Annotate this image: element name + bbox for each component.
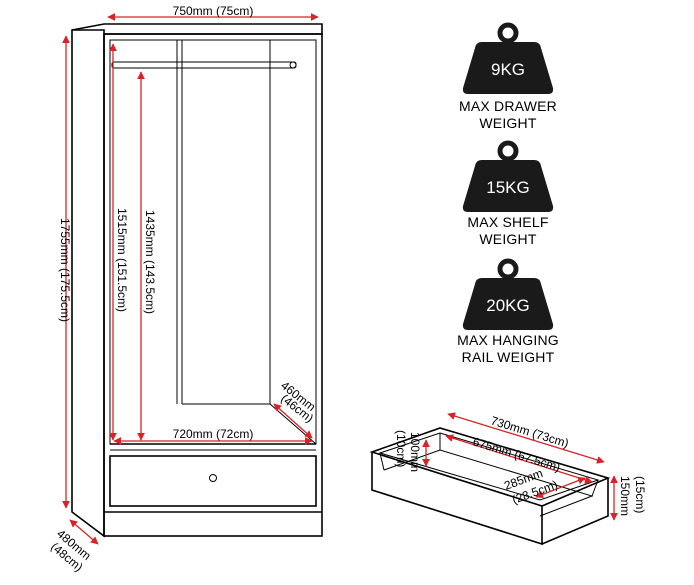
weight-label: RAIL WEIGHT	[462, 349, 555, 365]
weight-label: WEIGHT	[479, 115, 536, 131]
dim-inner-width: 720mm (72cm)	[173, 427, 254, 441]
drawer-dimensions: 730mm (73cm) 675mm (67.5cm) 285mm (28.5c…	[394, 412, 647, 521]
weight-value: 9KG	[491, 60, 525, 79]
dim-drawer-inner-height-b: (10cm)	[394, 430, 408, 467]
wardrobe-dimensions: 750mm (75cm) 1755mm (175.5cm) 1515mm (15…	[48, 4, 319, 574]
weight-label: MAX HANGING	[457, 332, 559, 348]
wardrobe-top-panel	[71, 23, 323, 35]
drawer-drawing	[369, 427, 611, 546]
dim-wardrobe-width: 750mm (75cm)	[173, 4, 254, 18]
dim-inner-height-2: 1435mm (143.5cm)	[143, 210, 157, 314]
weight-label: WEIGHT	[479, 231, 536, 247]
dim-drawer-height-a: 150mm	[618, 476, 632, 516]
weight-label: MAX DRAWER	[459, 98, 557, 114]
weight-badge-rail: 20KG MAX HANGING RAIL WEIGHT	[457, 258, 559, 365]
weight-badge-drawer: 9KG MAX DRAWER WEIGHT	[459, 22, 557, 131]
dim-drawer-inner-height-a: 100mm	[408, 432, 422, 472]
dim-inner-height-1: 1515mm (151.5cm)	[115, 208, 129, 312]
weight-icon	[462, 22, 554, 94]
weight-icon	[462, 140, 554, 212]
weight-value: 20KG	[486, 296, 529, 315]
hanging-rail	[111, 61, 297, 69]
weight-label: MAX SHELF	[467, 214, 548, 230]
dim-wardrobe-height: 1755mm (175.5cm)	[58, 218, 72, 322]
drawer-knob-icon	[209, 474, 217, 482]
weight-value: 15KG	[486, 178, 529, 197]
wardrobe-front-frame	[103, 33, 323, 537]
dim-drawer-height-b: (15cm)	[633, 476, 647, 513]
weight-icon	[462, 258, 554, 330]
wardrobe-drawer	[109, 455, 317, 507]
wardrobe-drawing	[71, 23, 323, 538]
weight-badge-shelf: 15KG MAX SHELF WEIGHT	[462, 140, 554, 247]
weight-limits: 9KG MAX DRAWER WEIGHT 15KG MAX SHELF WEI…	[457, 22, 559, 365]
wardrobe-side-panel	[71, 29, 105, 538]
